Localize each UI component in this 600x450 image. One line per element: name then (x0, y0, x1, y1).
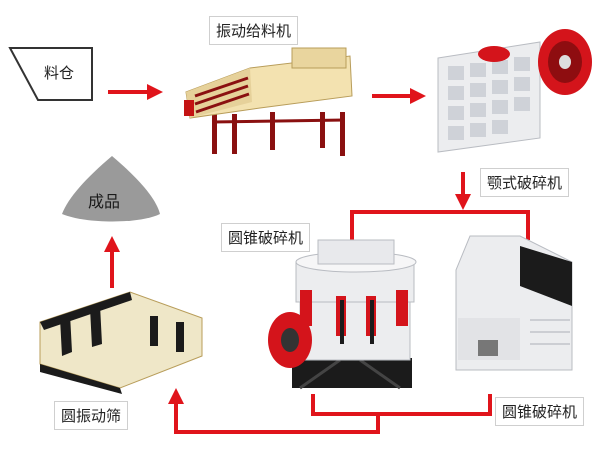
jaw-crusher-label: 颚式破碎机 (480, 168, 570, 197)
product-pile (62, 156, 160, 222)
connector-top (350, 210, 530, 240)
hopper-label: 料仓 (44, 64, 75, 82)
vibrating-feeder-machine (184, 47, 353, 156)
vibrating-screen-machine (39, 291, 203, 394)
hopper-shape (8, 47, 93, 101)
impact-crusher-machine (455, 235, 573, 371)
jaw-crusher-machine (437, 29, 592, 153)
feeder-label: 振动给料机 (209, 16, 299, 45)
cone-crusher-label: 圆锥破碎机 (221, 223, 311, 252)
screen-label: 圆振动筛 (54, 401, 129, 430)
connector-bottom (168, 388, 492, 434)
cone-crusher-machine (268, 239, 417, 390)
impact-crusher-label: 圆锥破碎机 (495, 397, 585, 426)
product-label: 成品 (88, 192, 121, 211)
